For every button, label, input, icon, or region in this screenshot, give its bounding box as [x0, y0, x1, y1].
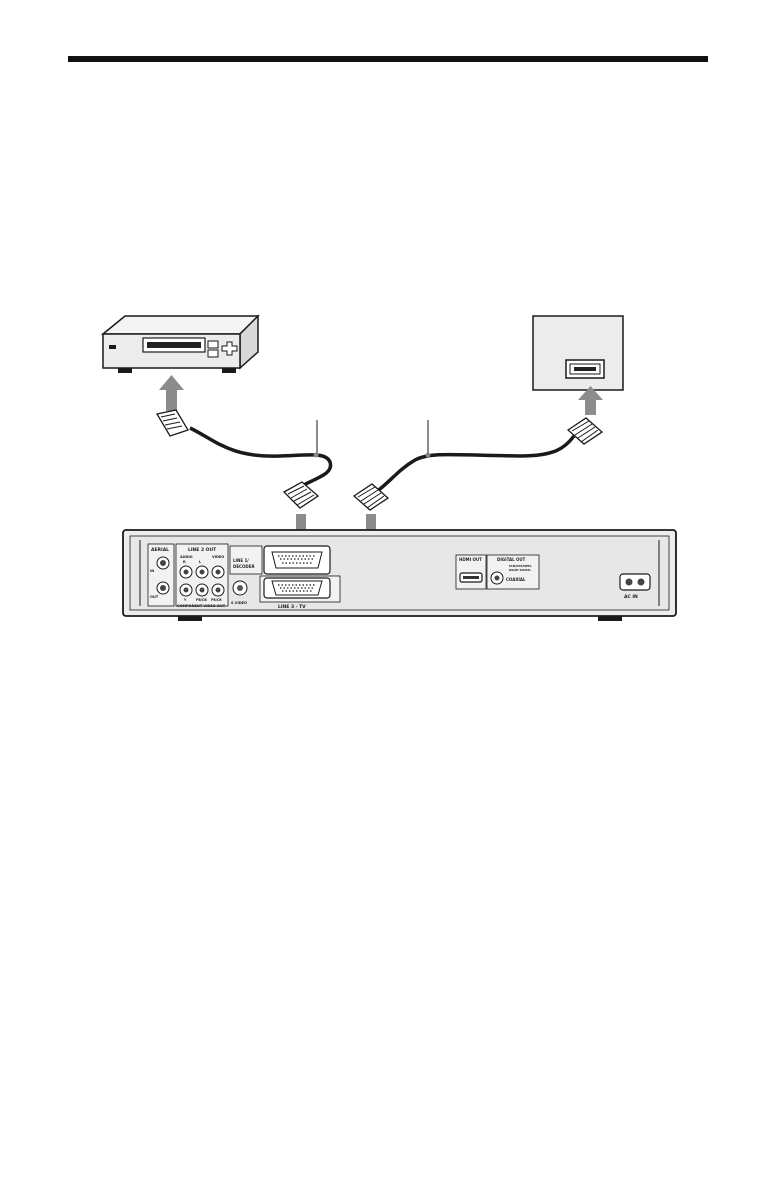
- svideo-label: S VIDEO: [231, 601, 247, 605]
- vcr-icon: [100, 314, 260, 373]
- scart-plug-icon: [282, 481, 320, 509]
- up-arrow-icon: [578, 386, 603, 415]
- aerial-label: AERIAL: [151, 547, 169, 553]
- scart-plug-icon: [155, 409, 189, 437]
- scart-plug-icon: [566, 417, 604, 445]
- decoder-label: DECODER: [233, 564, 255, 569]
- recorder-rear-panel: AERIAL IN OUT LINE 2 OUT AUDIO VIDEO R L…: [122, 529, 677, 621]
- video-label: VIDEO: [212, 555, 224, 559]
- component-video-out-label: COMPONENT VIDEO OUT: [177, 604, 226, 608]
- audio-l-label: L: [199, 560, 202, 564]
- scart-plug-icon: [352, 483, 390, 511]
- comp-y-label: Y: [183, 598, 187, 602]
- comp-pb-label: PB/CB: [196, 598, 207, 602]
- pcm-note-a: PCM/DTS/MPEG: [509, 564, 531, 568]
- audio-label: AUDIO: [180, 555, 193, 559]
- tv-icon: [532, 315, 624, 391]
- audio-r-label: R: [183, 560, 186, 564]
- coaxial-label: COAXIAL: [506, 577, 526, 582]
- digital-out-label: DIGITAL OUT: [497, 557, 526, 562]
- line1-label: LINE 1/: [233, 558, 249, 563]
- up-arrow-icon: [159, 375, 184, 411]
- line2-out-label: LINE 2 OUT: [188, 547, 217, 553]
- header-rule: [68, 56, 708, 62]
- hdmi-out-label: HDMI OUT: [459, 557, 482, 562]
- pcm-note-b: DOLBY DIGITAL: [509, 568, 531, 572]
- comp-pr-label: PR/CR: [211, 598, 222, 602]
- aerial-in-label: IN: [150, 569, 154, 573]
- aerial-out-label: OUT: [150, 595, 159, 599]
- ac-in-label: AC IN: [624, 594, 638, 600]
- line3-tv-label: LINE 3 - TV: [278, 604, 306, 610]
- scart-cable: [374, 420, 576, 494]
- scart-cable: [189, 420, 333, 488]
